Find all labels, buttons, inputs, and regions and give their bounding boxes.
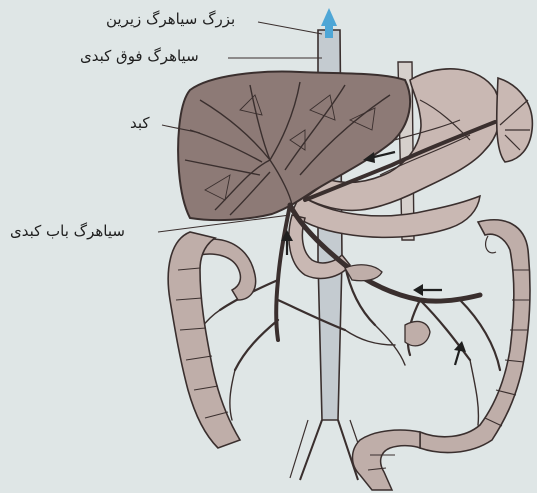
label-hepatic-vein: سیاهرگ فوق کبدی: [80, 47, 199, 65]
arrow-left-icon: [413, 284, 442, 296]
spleen: [497, 78, 533, 162]
label-liver: کبد: [130, 114, 150, 132]
label-inferior-vena-cava: بزرگ سیاهرگ زیرین: [106, 10, 235, 28]
label-portal-vein: سیاهرگ باب کبدی: [10, 222, 125, 240]
sigmoid-colon: [353, 430, 421, 490]
ascending-colon: [168, 232, 240, 448]
descending-colon: [420, 220, 530, 453]
